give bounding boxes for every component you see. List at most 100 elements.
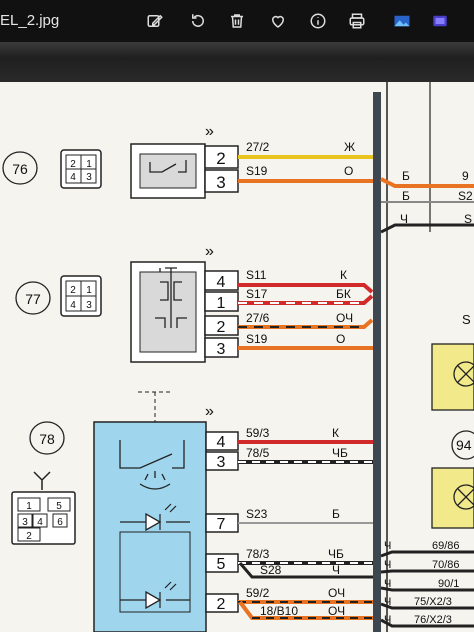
connector-78-cell: 6 bbox=[57, 517, 63, 528]
connector-78-cell: 2 bbox=[26, 531, 32, 542]
right-wire-color: Б bbox=[402, 189, 410, 203]
switch-78-contact bbox=[119, 440, 185, 469]
delete-button[interactable] bbox=[225, 9, 249, 33]
component-77[interactable]: 77 2 1 4 3 » 4 1 2 3 bbox=[15, 243, 239, 363]
wire-color: ОЧ bbox=[328, 604, 345, 618]
harness-bus bbox=[373, 92, 381, 632]
wire-code: 78/5 bbox=[246, 446, 270, 460]
wire-code: S17 bbox=[246, 287, 268, 301]
connector-76-cell: 1 bbox=[86, 159, 92, 170]
bus-wire-code: 90/1 bbox=[438, 578, 459, 590]
wire-color: ОЧ bbox=[328, 586, 345, 600]
wire-77-2 bbox=[238, 318, 374, 329]
led-icon bbox=[120, 512, 190, 532]
info-icon bbox=[310, 13, 326, 29]
edit-icon bbox=[147, 14, 163, 27]
wire-code: 18/В10 bbox=[260, 604, 298, 618]
window-title: EL_2.jpg bbox=[0, 12, 60, 29]
favorite-icon bbox=[271, 15, 285, 28]
bus-wire-color: Ч bbox=[384, 540, 391, 552]
component-76[interactable]: 76 2 1 4 3 » 2 3 bbox=[2, 123, 239, 199]
component-76-circle bbox=[2, 151, 38, 185]
right-letter: S bbox=[462, 312, 471, 327]
print-icon bbox=[349, 13, 365, 29]
wire-color: О bbox=[344, 164, 353, 178]
edit-button[interactable] bbox=[143, 9, 167, 33]
bus-wire-color: Ч bbox=[384, 596, 391, 608]
rotate-button[interactable] bbox=[186, 9, 210, 33]
info-button[interactable] bbox=[306, 9, 330, 33]
wire-bus-out bbox=[380, 618, 474, 628]
switch-76-contact bbox=[149, 160, 187, 173]
rotate-icon bbox=[192, 14, 204, 27]
wire-77-1 bbox=[238, 294, 374, 305]
wire-code: 59/3 bbox=[246, 426, 270, 440]
bus-wire-color: Ч bbox=[384, 559, 391, 571]
wiring-diagram: 76 2 1 4 3 » 2 3 27/2 Ж S19 О Б 9 Б S2 Ч… bbox=[2, 82, 474, 632]
bus-wire-code: 70/86 bbox=[432, 559, 460, 571]
wire-code: 78/3 bbox=[246, 547, 270, 561]
bus-wire-code: 76/Х2/3 bbox=[414, 614, 452, 626]
connector-77-cell: 3 bbox=[86, 300, 92, 311]
connector-77-cell: 2 bbox=[70, 285, 76, 296]
pin-number: 4 bbox=[217, 274, 226, 291]
photo-button[interactable] bbox=[390, 9, 414, 33]
component-76-number: 76 bbox=[12, 161, 28, 177]
bus-wire-code: 75/Х2/3 bbox=[414, 596, 452, 608]
right-wire-code: S2 bbox=[458, 189, 473, 203]
component-77-number: 77 bbox=[25, 291, 41, 307]
bus-wire-color: Ч bbox=[384, 614, 391, 626]
component-78-circle bbox=[29, 421, 65, 455]
wire-bus-out bbox=[380, 550, 474, 558]
right-wire-code: 9 bbox=[462, 169, 469, 183]
component-78-number: 78 bbox=[39, 431, 55, 447]
led-icon bbox=[120, 590, 190, 610]
delete-icon bbox=[231, 14, 243, 28]
connector-76-cell: 2 bbox=[70, 159, 76, 170]
wire-bus-out bbox=[380, 569, 474, 574]
wire-code: 27/2 bbox=[246, 140, 270, 154]
connector-77-cell: 1 bbox=[86, 285, 92, 296]
connector-key-icon bbox=[33, 471, 51, 490]
connector-78-cell: 4 bbox=[37, 517, 43, 528]
wire-color: Б bbox=[332, 507, 340, 521]
pin-number: 1 bbox=[217, 295, 226, 312]
favorite-button[interactable] bbox=[266, 9, 290, 33]
wire-code: S19 bbox=[246, 164, 268, 178]
connector-arrow-icon: » bbox=[205, 243, 214, 260]
gallery-button[interactable] bbox=[428, 9, 452, 33]
connector-arrow-icon: » bbox=[205, 123, 214, 140]
print-button[interactable] bbox=[345, 9, 369, 33]
connector-arrow-icon: » bbox=[205, 403, 214, 420]
connector-78-cell: 5 bbox=[56, 501, 62, 512]
connector-77-cell: 4 bbox=[70, 300, 76, 311]
right-wire-color: Ч bbox=[400, 212, 408, 226]
wire-77-4 bbox=[238, 283, 374, 294]
wire-78-s28 bbox=[238, 562, 373, 579]
wire-color: К bbox=[340, 268, 347, 282]
lamp-icon bbox=[453, 484, 474, 510]
wire-color: ЧБ bbox=[332, 446, 348, 460]
pin-number: 2 bbox=[217, 319, 226, 336]
right-wire-color: Б bbox=[402, 169, 410, 183]
connector-78-cell: 3 bbox=[22, 517, 28, 528]
lamp-box bbox=[431, 343, 474, 411]
wire-code: S19 bbox=[246, 332, 268, 346]
wire-color: ЧБ bbox=[328, 547, 344, 561]
right-wire-code: S bbox=[464, 212, 472, 226]
wiper-symbol-icon bbox=[139, 471, 171, 490]
component-77-circle bbox=[15, 281, 51, 315]
connector-78-cell: 1 bbox=[26, 501, 32, 512]
wire-code: S23 bbox=[246, 507, 268, 521]
photo-icon bbox=[394, 15, 410, 27]
pin-number: 3 bbox=[217, 341, 226, 358]
wire-color: О bbox=[336, 332, 345, 346]
pin-number: 2 bbox=[217, 596, 226, 613]
bus-wire-code: 69/86 bbox=[432, 540, 460, 552]
viewer-toolbar: EL_2.jpg bbox=[0, 0, 474, 42]
pin-number: 3 bbox=[217, 454, 226, 471]
wire-code: S11 bbox=[246, 268, 267, 282]
switch-77-contact bbox=[155, 267, 187, 328]
wire-color: К bbox=[332, 426, 339, 440]
component-78[interactable]: 78 1 5 3 4 6 2 » 4 3 7 5 2 bbox=[11, 391, 239, 632]
